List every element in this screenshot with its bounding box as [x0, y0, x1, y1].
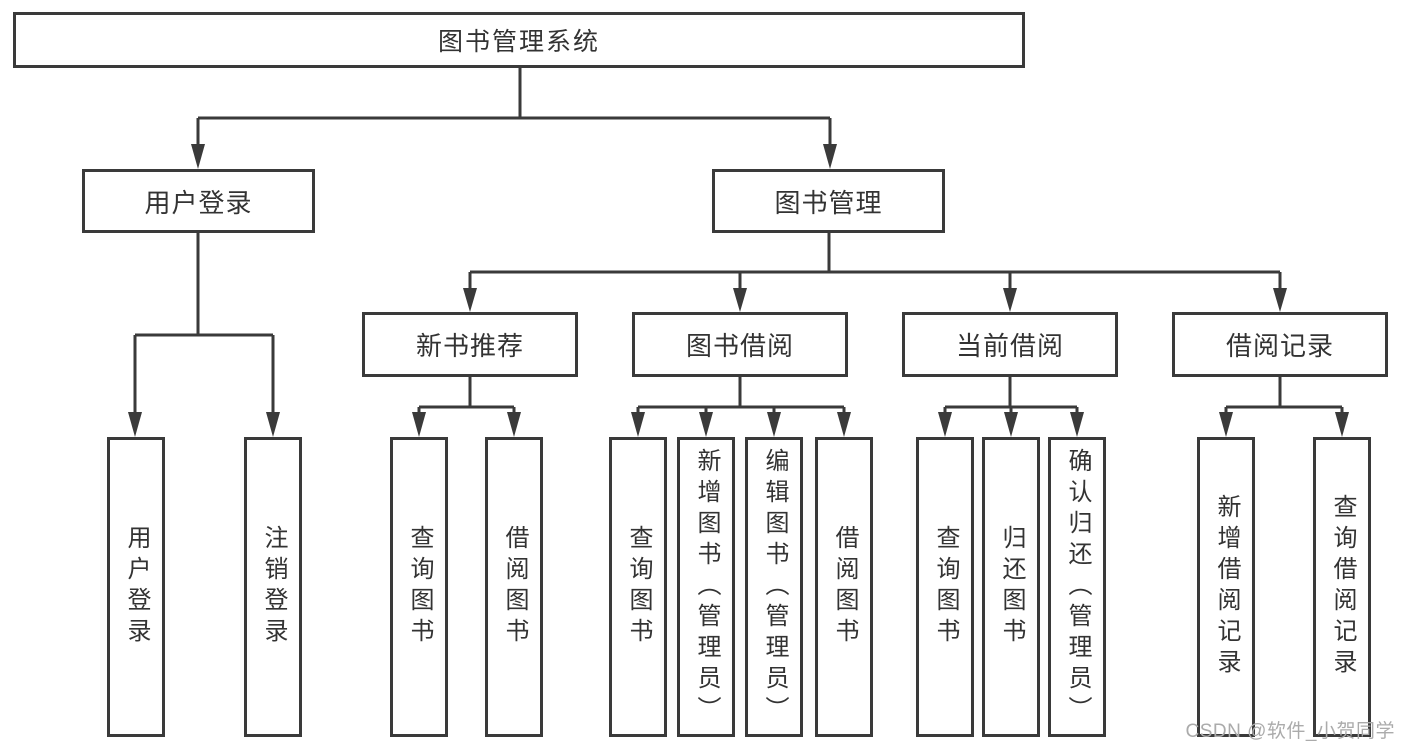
leaf-add-book-admin: 新增图书（管理员） — [677, 437, 735, 737]
leaf-query-book-under-current: 查询图书 — [916, 437, 974, 737]
node-root-system: 图书管理系统 — [13, 12, 1025, 68]
leaf-add-borrow-record: 新增借阅记录 — [1197, 437, 1255, 737]
leaf-logout-login: 注销登录 — [244, 437, 302, 737]
leaf-borrow-book-under-recommend: 借阅图书 — [485, 437, 543, 737]
node-new-book-recommend: 新书推荐 — [362, 312, 578, 377]
leaf-query-book-under-borrowing: 查询图书 — [609, 437, 667, 737]
connector-book-borrowing-to-children — [631, 377, 851, 437]
connector-book-management-to-level3 — [463, 233, 1287, 312]
node-borrowing-records: 借阅记录 — [1172, 312, 1388, 377]
connector-current-borrowing-to-children — [938, 377, 1084, 437]
leaf-return-book: 归还图书 — [982, 437, 1040, 737]
csdn-watermark: CSDN @软件_小贺同学 — [1185, 721, 1395, 742]
leaf-query-borrow-record: 查询借阅记录 — [1313, 437, 1371, 737]
leaf-user-login: 用户登录 — [107, 437, 165, 737]
connector-user-login-to-children — [128, 233, 280, 437]
node-book-borrowing: 图书借阅 — [632, 312, 848, 377]
connector-borrowing-records-to-children — [1219, 377, 1349, 437]
node-book-management: 图书管理 — [712, 169, 945, 233]
leaf-confirm-return-admin: 确认归还（管理员） — [1048, 437, 1106, 737]
leaf-edit-book-admin: 编辑图书（管理员） — [745, 437, 803, 737]
leaf-borrow-book-under-borrowing: 借阅图书 — [815, 437, 873, 737]
connector-new-book-recommend-to-children — [412, 377, 521, 437]
node-current-borrowing: 当前借阅 — [902, 312, 1118, 377]
node-user-login: 用户登录 — [82, 169, 315, 233]
connector-root-to-level2 — [191, 68, 837, 169]
leaf-query-book-under-recommend: 查询图书 — [390, 437, 448, 737]
